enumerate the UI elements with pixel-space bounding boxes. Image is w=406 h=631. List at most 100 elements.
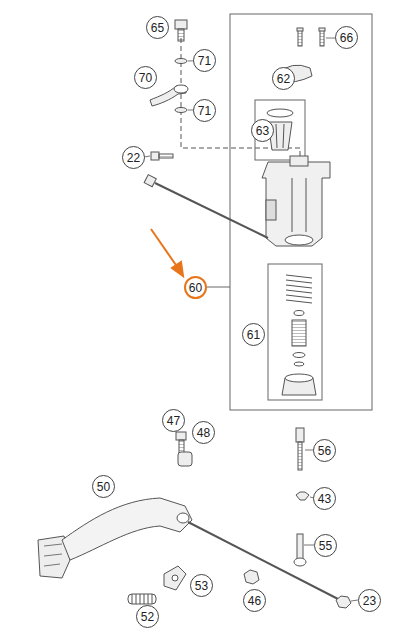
pointer-arrow (151, 229, 178, 268)
brake-pedal (38, 498, 192, 578)
pointer-arrow (172, 262, 183, 276)
callout-number: 47 (162, 409, 185, 432)
callout-text: 65 (151, 22, 164, 34)
callout-text: 48 (197, 427, 210, 439)
washer (175, 59, 187, 113)
callout-text: 46 (248, 595, 261, 607)
callout-number: 22 (122, 146, 145, 169)
screw (298, 30, 302, 46)
callout-text: 60 (189, 282, 202, 294)
callout-number: 23 (358, 589, 381, 612)
callout-text: 70 (139, 72, 152, 84)
spring-plate (164, 566, 186, 590)
group-frame (207, 14, 372, 410)
repair-kit (268, 264, 322, 400)
banjo-bolt (175, 20, 187, 41)
master-cylinder (262, 162, 330, 246)
bolt (151, 152, 173, 160)
callout-number: 63 (251, 119, 274, 142)
callout-text: 62 (277, 73, 290, 85)
master-cylinder (306, 178, 307, 232)
master-cylinder (292, 178, 293, 232)
screw (319, 28, 325, 31)
repair-kit (294, 362, 304, 366)
repair-kit (286, 275, 312, 303)
clevis-pin (294, 534, 306, 566)
return-spring (128, 594, 156, 604)
repair-kit (268, 264, 322, 400)
washer (175, 108, 187, 113)
callout-number: 66 (335, 26, 358, 49)
leader-line (304, 545, 314, 546)
callout-number: 56 (313, 439, 336, 462)
push-rod (296, 428, 304, 470)
master-cylinder (290, 156, 308, 166)
callout-number: 60 (184, 276, 207, 299)
mounting-bolt (144, 175, 268, 238)
clevis-pin (297, 534, 303, 560)
repair-kit (292, 320, 306, 346)
nut (296, 492, 309, 500)
brake-pedal (44, 544, 62, 566)
screw (297, 28, 303, 31)
pointer-arrow (151, 229, 183, 276)
banjo-bolt (175, 20, 187, 29)
nut (296, 492, 309, 500)
group-frame (230, 14, 372, 410)
callout-number: 50 (92, 475, 115, 498)
callout-text: 22 (127, 152, 140, 164)
callout-text: 50 (97, 481, 110, 493)
callout-text: 23 (363, 595, 376, 607)
repair-kit (294, 311, 304, 316)
callout-text: 53 (195, 580, 208, 592)
callout-number: 61 (242, 323, 265, 346)
nut (336, 596, 351, 608)
callout-number: 43 (313, 487, 336, 510)
reservoir-insert (283, 124, 284, 148)
pedal-shaft (188, 522, 340, 600)
reservoir-insert (267, 109, 293, 117)
brake-line (150, 85, 188, 106)
callout-text: 55 (319, 540, 332, 552)
pivot-bolt (178, 452, 192, 466)
repair-kit (293, 353, 305, 358)
callout-text: 71 (198, 105, 211, 117)
bolt (159, 154, 173, 158)
pivot-bolt (176, 432, 192, 466)
washer (175, 59, 187, 64)
callout-text: 52 (141, 611, 154, 623)
nut (336, 596, 351, 608)
parts-illustration (38, 14, 372, 608)
callout-number: 71 (193, 99, 216, 122)
callout-text: 47 (167, 415, 180, 427)
repair-kit (285, 374, 313, 382)
screw (320, 30, 324, 46)
leader-line (351, 600, 358, 601)
reservoir-insert (276, 124, 277, 148)
bolt (151, 152, 159, 160)
brake-pedal (177, 513, 189, 523)
spring-plate (164, 566, 186, 590)
mounting-bolt (144, 175, 156, 187)
pedal-shaft (188, 522, 340, 600)
callout-number: 46 (243, 589, 266, 612)
master-cylinder (285, 235, 313, 245)
callout-text: 61 (247, 329, 260, 341)
brake-pedal (62, 498, 192, 560)
callout-number: 53 (190, 574, 213, 597)
callout-text: 56 (318, 445, 331, 457)
reservoir-insert (255, 100, 305, 160)
screw (297, 28, 325, 46)
callout-number: 71 (193, 49, 216, 72)
callout-number: 55 (314, 534, 337, 557)
callout-text: 43 (318, 493, 331, 505)
master-cylinder (266, 200, 276, 220)
push-rod (298, 442, 302, 470)
spring-plate (172, 575, 178, 581)
reservoir-insert (255, 100, 305, 160)
callout-number: 65 (146, 16, 169, 39)
brake-line (174, 85, 188, 93)
callout-text: 71 (198, 55, 211, 67)
